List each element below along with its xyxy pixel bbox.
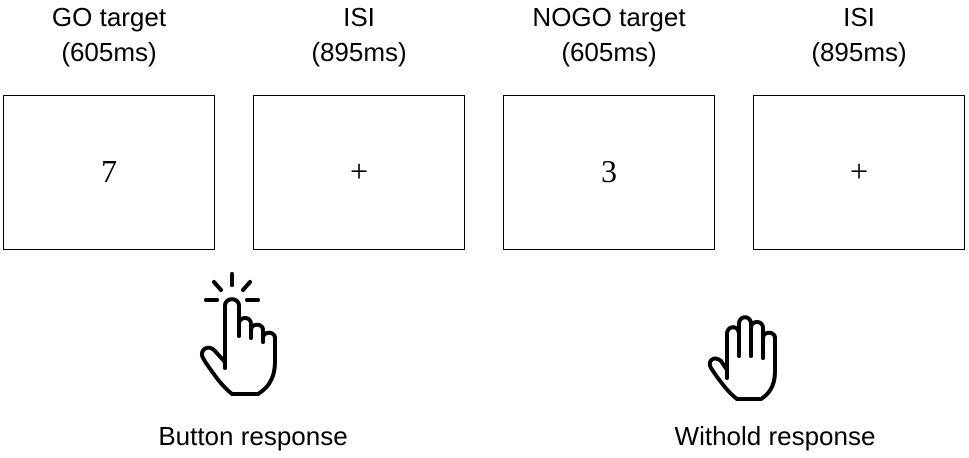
panel-title: GO target (605ms) bbox=[3, 0, 215, 80]
fixation-screen: + bbox=[753, 95, 965, 250]
panel-title: ISI (895ms) bbox=[753, 0, 965, 80]
panel-title: ISI (895ms) bbox=[253, 0, 465, 80]
hand-open-icon bbox=[707, 315, 777, 401]
panel-title-label: ISI bbox=[343, 2, 375, 32]
stimulus-digit: 7 bbox=[101, 153, 117, 189]
panel-title-label: ISI bbox=[843, 2, 875, 32]
panel-duration: (605ms) bbox=[61, 37, 157, 67]
panel-duration: (605ms) bbox=[561, 37, 657, 67]
fixation-screen: + bbox=[253, 95, 465, 250]
fixation-cross: + bbox=[849, 153, 869, 189]
panel-title: NOGO target (605ms) bbox=[503, 0, 715, 80]
panel-duration: (895ms) bbox=[311, 37, 407, 67]
withold-response-label: Withold response bbox=[674, 421, 876, 451]
stimulus-digit: 3 bbox=[601, 153, 617, 189]
button-response-label: Button response bbox=[158, 421, 348, 451]
panel-title-label: NOGO target bbox=[532, 2, 686, 32]
stimulus-screen: 7 bbox=[3, 95, 215, 250]
panel-duration: (895ms) bbox=[811, 37, 907, 67]
hand-press-icon bbox=[200, 272, 277, 396]
stimulus-screen: 3 bbox=[503, 95, 715, 250]
panel-title-label: GO target bbox=[51, 2, 167, 32]
fixation-cross: + bbox=[349, 153, 369, 189]
